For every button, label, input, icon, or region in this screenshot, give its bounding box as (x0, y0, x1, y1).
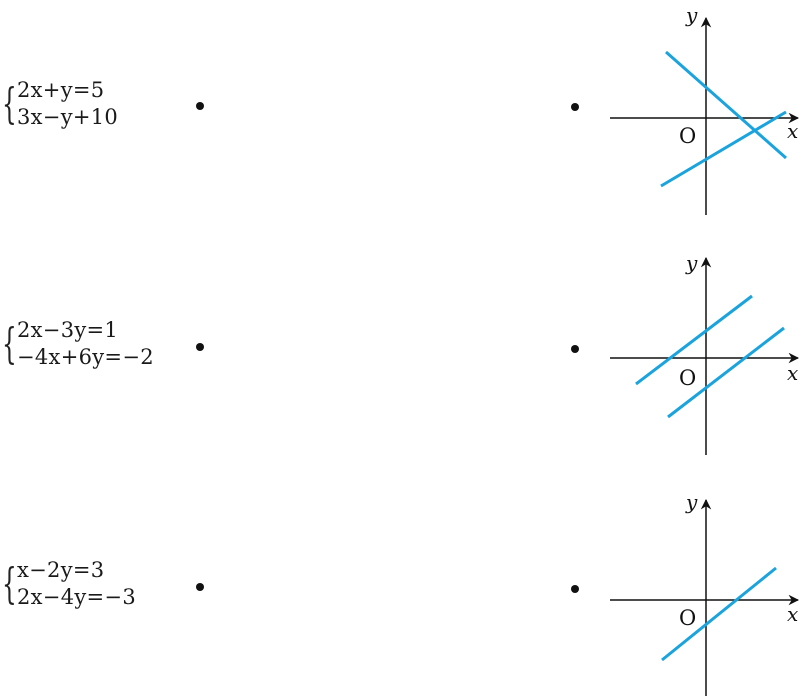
system-1: { 2x+y=5 3x−y+10 (2, 78, 118, 130)
match-dot-right-2[interactable] (571, 345, 579, 353)
system-3-equation-2: 2x−4y=−3 (17, 585, 136, 609)
brace-icon: { (2, 79, 17, 128)
system-2: { 2x−3y=1 −4x+6y=−2 (2, 318, 154, 370)
x-axis-label: x (787, 602, 798, 626)
system-1-equation-2: 3x−y+10 (17, 105, 119, 129)
match-dot-left-3[interactable] (196, 583, 204, 591)
graph-1: x y O (610, 3, 800, 215)
system-2-equation-1: 2x−3y=1 (17, 318, 119, 342)
graph-3: x y O (610, 490, 800, 696)
system-3: { x−2y=3 2x−4y=−3 (2, 558, 136, 610)
match-dot-left-2[interactable] (196, 343, 204, 351)
x-axis-label: x (787, 119, 798, 143)
y-axis-label: y (685, 3, 698, 27)
match-dot-right-1[interactable] (571, 103, 579, 111)
origin-label: O (679, 124, 696, 148)
graph-2-line-2 (667, 326, 785, 419)
graph-3-line-1 (661, 566, 777, 662)
graph-2: x y O (610, 251, 800, 455)
match-dot-right-3[interactable] (571, 585, 579, 593)
graph-1-line-1 (665, 50, 787, 160)
brace-icon: { (2, 319, 17, 368)
origin-label: O (679, 606, 696, 630)
system-3-equation-1: x−2y=3 (17, 558, 105, 582)
graph-2-line-1 (635, 294, 753, 386)
system-2-equation-2: −4x+6y=−2 (17, 345, 154, 369)
origin-label: O (679, 366, 696, 390)
y-axis-label: y (685, 251, 698, 275)
graph-1-line-2 (660, 110, 787, 188)
x-axis-label: x (787, 361, 798, 385)
brace-icon: { (2, 559, 17, 608)
match-dot-left-1[interactable] (196, 102, 204, 110)
y-axis-label: y (685, 490, 698, 514)
system-1-equation-1: 2x+y=5 (17, 78, 105, 102)
